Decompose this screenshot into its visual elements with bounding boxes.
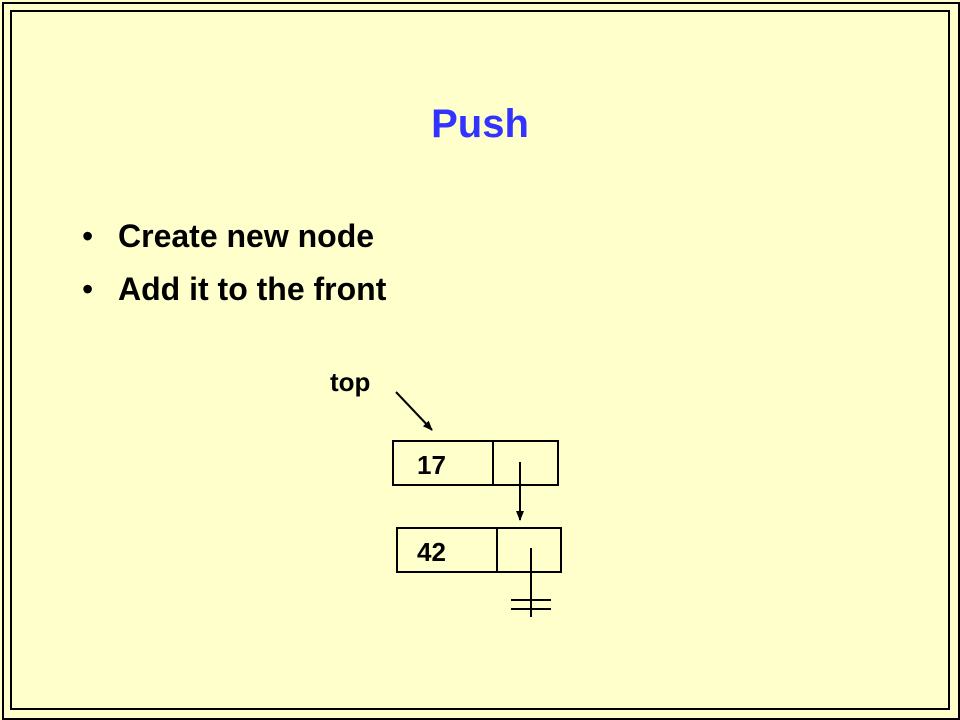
bullet-text: Add it to the front — [118, 271, 387, 307]
list-node: 17 — [392, 440, 559, 486]
top-pointer-label: top — [330, 367, 370, 397]
node-value: 17 — [417, 450, 446, 480]
top-pointer-arrow — [395, 391, 433, 431]
bullet-item: • Add it to the front — [82, 269, 386, 309]
bullet-text: Create new node — [118, 218, 375, 254]
list-node: 42 — [396, 527, 562, 573]
bullet-dot-icon: • — [82, 271, 94, 307]
bullet-item: • Create new node — [82, 216, 386, 256]
node-box — [396, 527, 562, 573]
bullet-dot-icon: • — [82, 218, 94, 254]
node-value: 42 — [417, 537, 446, 567]
node-box — [392, 440, 559, 486]
null-pointer-icon — [511, 548, 551, 617]
slide-border-inner — [10, 10, 950, 710]
slide-title: Push — [431, 102, 529, 146]
bullet-list: • Create new node • Add it to the front — [82, 216, 386, 322]
